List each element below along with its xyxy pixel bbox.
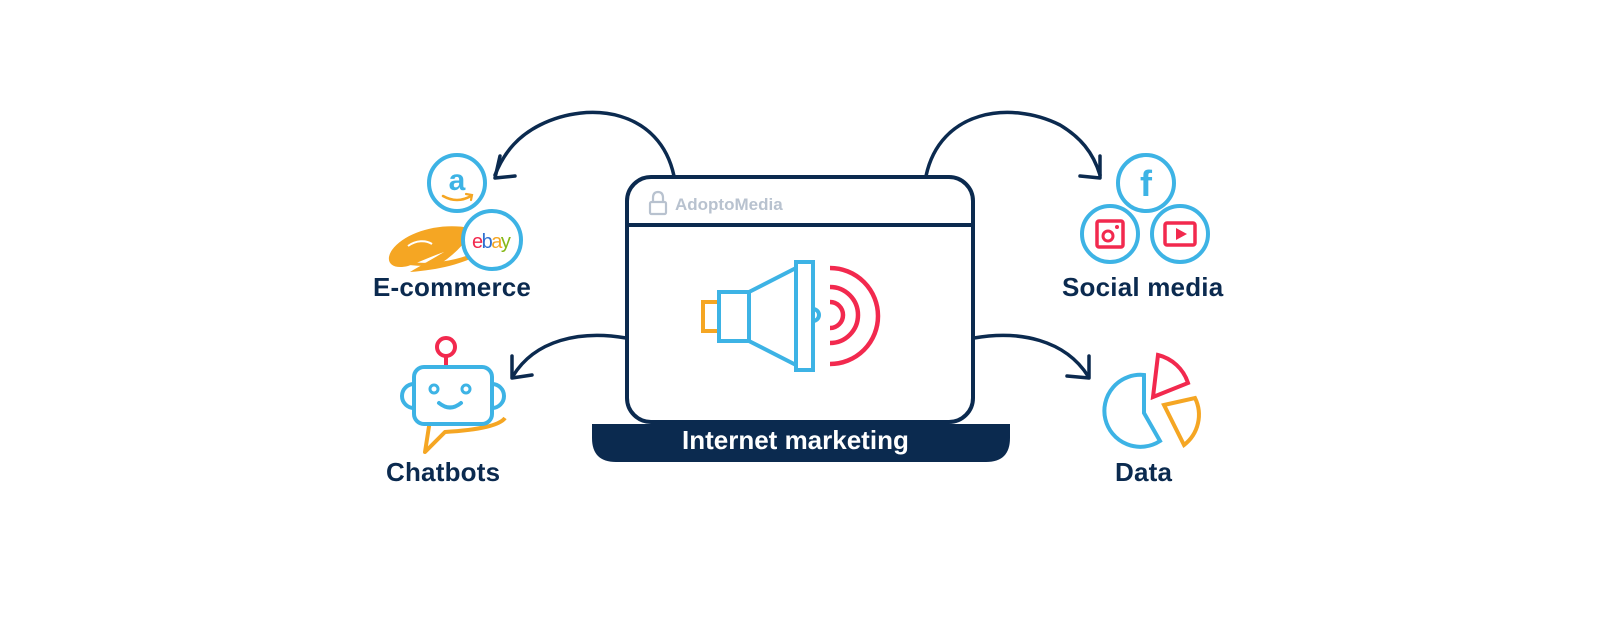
- arrow-to-ecommerce: [493, 110, 676, 180]
- instagram-logo: [1080, 204, 1140, 264]
- lock-icon: [648, 190, 668, 216]
- node-label-ecommerce: E-commerce: [373, 272, 532, 302]
- laptop-base: [592, 424, 1010, 462]
- amazon-logo: a: [427, 153, 487, 213]
- browser-brand-text: AdoptoMedia: [675, 195, 783, 214]
- node-label-chatbots: Chatbots: [386, 457, 501, 487]
- svg-text:f: f: [1140, 163, 1153, 204]
- svg-text:ebay: ebay: [472, 231, 511, 253]
- megaphone-icon: [701, 260, 821, 372]
- robot-icon: [400, 336, 507, 454]
- svg-text:a: a: [449, 164, 466, 197]
- arrow-to-data: [972, 333, 1091, 380]
- pie-chart-icon: [1102, 352, 1201, 449]
- center-title: Internet marketing: [682, 425, 909, 455]
- node-label-data: Data: [1115, 457, 1173, 487]
- sound-waves-icon: [829, 265, 881, 367]
- arrow-to-chatbots: [510, 333, 628, 380]
- ebay-logo: ebay: [461, 209, 523, 271]
- facebook-logo: f: [1116, 153, 1176, 213]
- arrow-to-social-media: [924, 110, 1102, 180]
- youtube-logo: [1150, 204, 1210, 264]
- node-label-social-media: Social media: [1062, 272, 1224, 302]
- browser-window: [625, 175, 975, 424]
